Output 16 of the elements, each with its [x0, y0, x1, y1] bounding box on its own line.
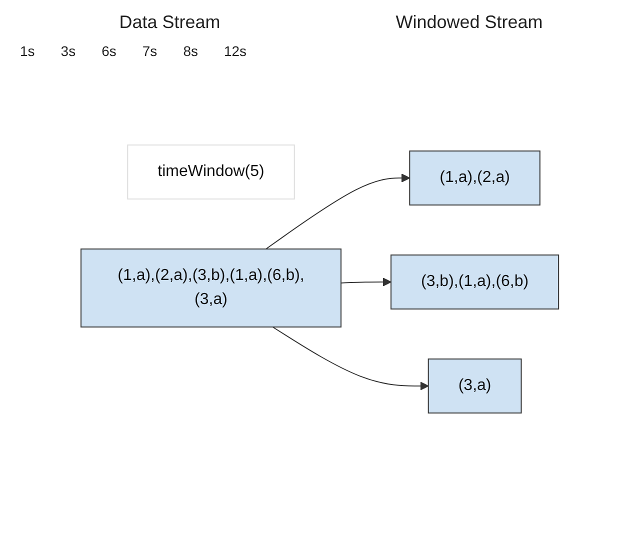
arrow [340, 278, 392, 286]
time-label: 12s [224, 43, 247, 59]
time-label: 7s [142, 43, 158, 59]
column-heading: Data Stream [118, 12, 222, 33]
time-label: 8s [183, 43, 198, 59]
node-box: (1,a),(2,a),(3,b),(1,a),(6,b),(3,a) [80, 248, 342, 328]
arrow [272, 326, 428, 390]
arrow [265, 174, 410, 250]
time-label: 3s [60, 43, 76, 59]
node-box: (1,a),(2,a) [408, 150, 540, 206]
node-box: (3,a) [428, 358, 522, 414]
time-label: 6s [102, 43, 116, 59]
time-label: 1s [20, 43, 35, 59]
column-heading: Windowed Stream [394, 12, 544, 33]
node-box: timeWindow(5) [126, 144, 295, 200]
node-box: (3,b),(1,a),(6,b) [390, 254, 559, 310]
